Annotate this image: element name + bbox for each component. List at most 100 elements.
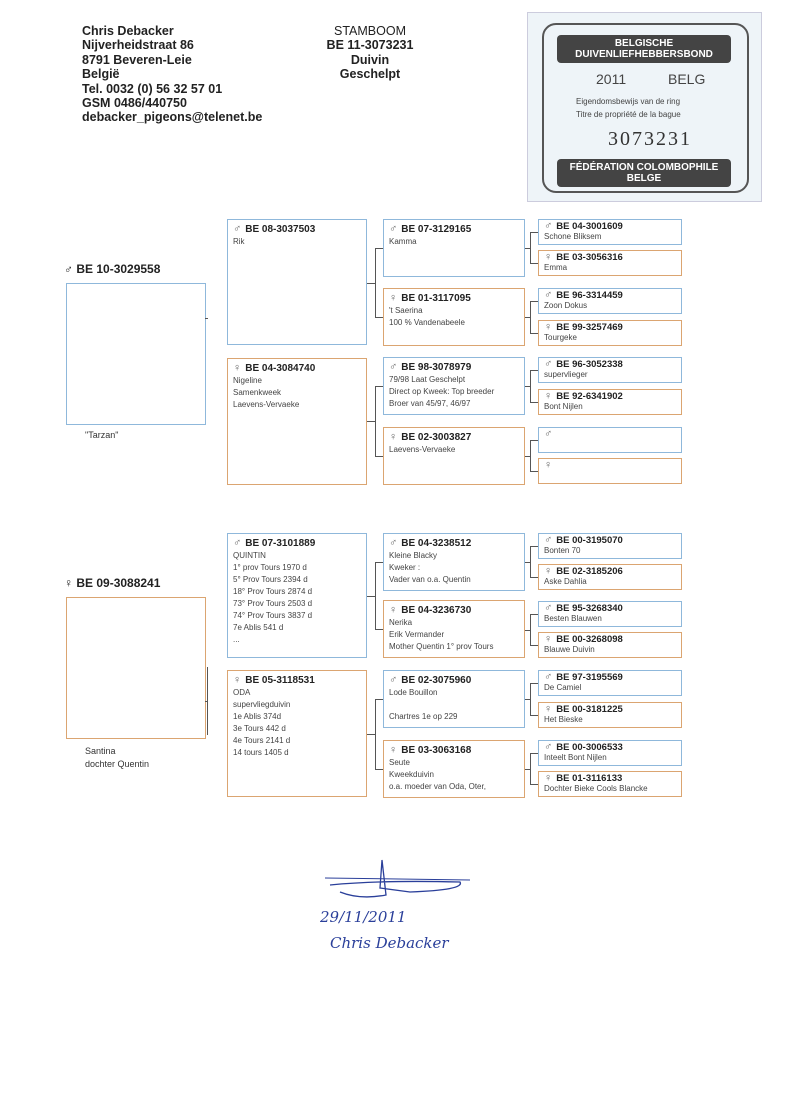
card-line: Kweker : bbox=[389, 563, 421, 572]
card-header: ♂BE 08-3037503 bbox=[233, 223, 361, 236]
card-ring: BE 02-3003827 bbox=[401, 432, 472, 443]
female-icon: ♀ bbox=[389, 431, 398, 443]
card-line: De Camiel bbox=[544, 683, 582, 692]
card-ring: BE 07-3129165 bbox=[401, 224, 472, 235]
card-ring: BE 02-3185206 bbox=[556, 566, 623, 577]
certificate-bottom-band: FÉDÉRATION COLOMBOPHILE BELGE bbox=[557, 159, 731, 187]
card-line: o.a. moeder van Oda, Oter, bbox=[389, 782, 486, 791]
card-header: ♂BE 07-3129165 bbox=[389, 223, 519, 236]
sire-ring: BE 10-3029558 bbox=[76, 262, 161, 276]
card-line: Seute bbox=[389, 758, 410, 767]
owner-city: 8791 Beveren-Leie bbox=[82, 52, 192, 67]
connector-line bbox=[530, 614, 538, 615]
connector-line bbox=[530, 784, 538, 785]
document-title: STAMBOOM bbox=[334, 24, 406, 38]
connector-line bbox=[530, 683, 538, 684]
card-ring: BE 04-3001609 bbox=[556, 221, 623, 232]
card-ring: BE 04-3084740 bbox=[245, 363, 316, 374]
card-header: ♂BE 04-3001609 bbox=[544, 221, 676, 232]
card-line: Rik bbox=[233, 237, 245, 246]
card-ring: BE 02-3075960 bbox=[401, 675, 472, 686]
card-line: Mother Quentin 1° prov Tours bbox=[389, 642, 494, 651]
card-line: Laevens-Vervaeke bbox=[233, 400, 300, 409]
connector-line bbox=[375, 248, 376, 317]
card-line: Direct op Kweek: Top breeder bbox=[389, 387, 495, 396]
card-line: 7e Ablis 541 d bbox=[233, 623, 284, 632]
sire-photo-box bbox=[66, 283, 206, 425]
pigeon-sex: Duivin bbox=[350, 52, 390, 67]
card-line: Chartres 1e op 229 bbox=[389, 712, 458, 721]
dam-ring: BE 09-3088241 bbox=[76, 576, 161, 590]
connector-line bbox=[525, 699, 530, 700]
connector-line bbox=[375, 386, 376, 456]
ring-certificate: BELGISCHE DUIVENLIEFHEBBERSBOND 2011 BEL… bbox=[527, 12, 762, 202]
card-ring: BE 04-3236730 bbox=[401, 605, 472, 616]
male-icon: ♂ bbox=[233, 223, 242, 235]
card-line: Nerika bbox=[389, 618, 413, 627]
card-line: 4e Tours 2141 d bbox=[233, 736, 291, 745]
owner-address: Chris Debacker Nijverheidstraat 86 8791 … bbox=[82, 24, 262, 125]
card-header: ♀BE 04-3084740 bbox=[233, 362, 361, 375]
owner-name: Chris Debacker bbox=[82, 24, 174, 38]
card-line: 74° Prov Tours 3837 d bbox=[233, 611, 313, 620]
card-ring: BE 04-3238512 bbox=[401, 538, 472, 549]
card-header: ♀BE 00-3181225 bbox=[544, 704, 676, 715]
card-header: ♀BE 92-6341902 bbox=[544, 391, 676, 402]
card-line: Het Bieske bbox=[544, 715, 583, 724]
sire-label: ♂ BE 10-3029558 bbox=[64, 262, 160, 276]
card-line: Vader van o.a. Quentin bbox=[389, 575, 471, 584]
certificate-frame bbox=[542, 23, 749, 193]
card-header: ♀BE 05-3118531 bbox=[233, 674, 361, 687]
card-line: Kamma bbox=[389, 237, 417, 246]
connector-line bbox=[375, 562, 376, 629]
card-ring: BE 96-3052338 bbox=[556, 359, 623, 370]
connector-line bbox=[530, 333, 538, 334]
owner-gsm: GSM 0486/440750 bbox=[82, 96, 187, 111]
connector-line bbox=[530, 614, 531, 645]
card-line: 1e Ablis 374d bbox=[233, 712, 282, 721]
connector-line bbox=[530, 753, 538, 754]
card-header: ♂BE 96-3314459 bbox=[544, 290, 676, 301]
card-line: 73° Prov Tours 2503 d bbox=[233, 599, 313, 608]
male-icon: ♂ bbox=[389, 537, 398, 549]
card-line: Erik Vermander bbox=[389, 630, 445, 639]
card-header: ♂BE 95-3268340 bbox=[544, 603, 676, 614]
connector-line bbox=[525, 768, 530, 770]
card-header: ♂BE 07-3101889 bbox=[233, 537, 361, 550]
connector-line bbox=[205, 701, 208, 702]
connector-line bbox=[375, 629, 383, 630]
female-icon: ♀ bbox=[389, 744, 398, 756]
card-line: QUINTIN bbox=[233, 551, 266, 560]
female-icon: ♀ bbox=[544, 633, 553, 645]
card-header: ♀BE 01-3116133 bbox=[544, 773, 676, 784]
card-ring: BE 08-3037503 bbox=[245, 224, 316, 235]
female-icon: ♀ bbox=[544, 772, 553, 784]
connector-line bbox=[525, 317, 530, 318]
card-ring: BE 96-3314459 bbox=[556, 290, 623, 301]
connector-line bbox=[525, 386, 530, 387]
dam-photo-box bbox=[66, 597, 206, 739]
card-line: Dochter Bieke Cools Blancke bbox=[544, 784, 648, 793]
card-line: Schone Bliksem bbox=[544, 232, 602, 241]
card-line: 79/98 Laat Geschelpt bbox=[389, 375, 466, 384]
connector-line bbox=[530, 370, 538, 371]
dam-note: dochter Quentin bbox=[85, 759, 150, 769]
signature-date: 29/11/2011 bbox=[320, 908, 406, 926]
card-header: ♂BE 00-3195070 bbox=[544, 535, 676, 546]
card-line: 1° prov Tours 1970 d bbox=[233, 563, 307, 572]
pedigree-card: ♀ bbox=[538, 458, 682, 484]
connector-line bbox=[367, 595, 375, 597]
owner-country: België bbox=[82, 67, 120, 82]
connector-line bbox=[375, 699, 376, 769]
card-line: Samenkweek bbox=[233, 388, 282, 397]
male-icon: ♂ bbox=[544, 220, 553, 232]
